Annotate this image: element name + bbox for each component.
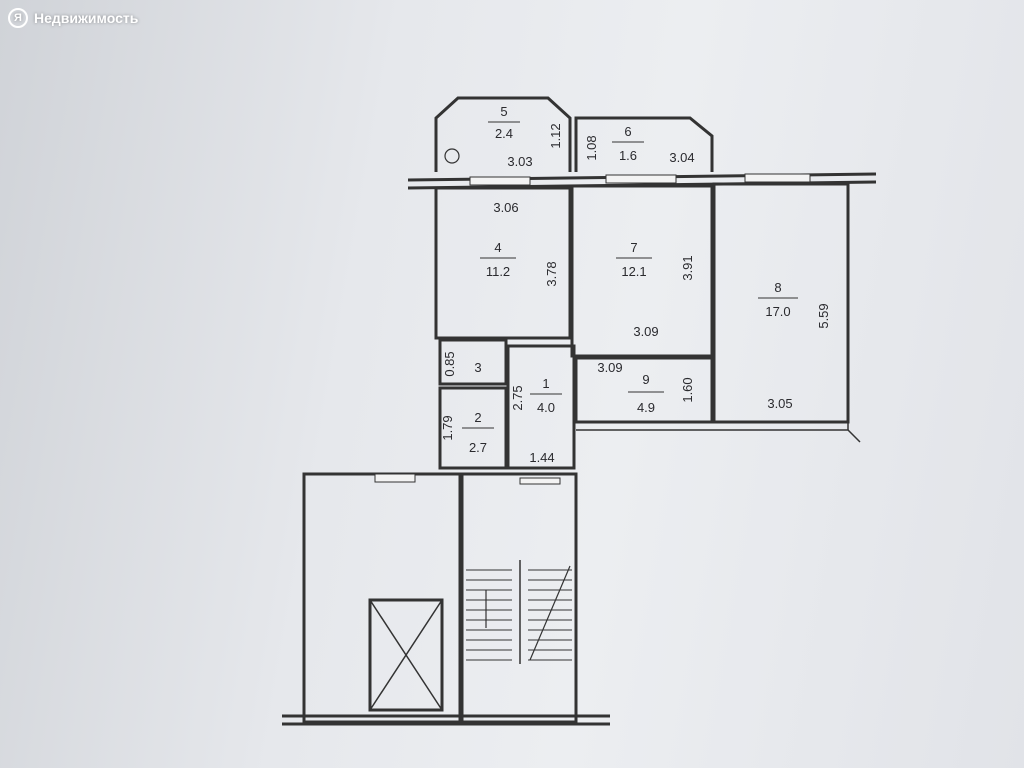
dimension-label: 3.03: [507, 154, 532, 169]
room-number: 6: [624, 124, 631, 139]
dimension-label: 3.05: [767, 396, 792, 411]
dimension-label: 1.44: [529, 450, 554, 465]
room-area: 11.2: [486, 264, 510, 279]
dimension-label: 0.85: [442, 351, 457, 376]
room-2-label: 2 2.7: [462, 410, 494, 455]
room-area: 12.1: [621, 264, 646, 279]
room-number: 8: [774, 280, 781, 295]
stair-core: [282, 472, 610, 726]
dimension-label: 1.12: [548, 123, 563, 148]
dimension-label: 1.60: [680, 377, 695, 402]
room-number: 2: [474, 410, 481, 425]
room-area: 2.7: [469, 440, 487, 455]
room-area: 2.4: [495, 126, 513, 141]
logo-icon: Я: [8, 8, 28, 28]
room-7-label: 7 12.1: [616, 240, 652, 279]
balcony-6-outline: [574, 116, 714, 172]
room-area: 1.6: [619, 148, 637, 163]
room-1-label: 1 4.0: [530, 376, 562, 415]
dimension-label: 3.04: [669, 150, 694, 165]
room-number: 9: [642, 372, 649, 387]
room-number: 7: [630, 240, 637, 255]
dimension-label: 1.79: [440, 415, 455, 440]
brand-text: Недвижимость: [34, 10, 139, 26]
room-4-label: 4 11.2: [480, 240, 516, 279]
room-3-label: 3: [474, 360, 481, 375]
room-number: 3: [474, 360, 481, 375]
dimension-label: 3.91: [680, 255, 695, 280]
room-number: 4: [494, 240, 501, 255]
dimension-label: 1.08: [584, 135, 599, 160]
stair-treads: [466, 569, 572, 661]
room-area: 17.0: [765, 304, 790, 319]
room-area: 4.0: [537, 400, 555, 415]
room-number: 1: [542, 376, 549, 391]
dimension-label: 3.78: [544, 261, 559, 286]
room-9-label: 9 4.9: [628, 372, 664, 415]
room-8-label: 8 17.0: [758, 280, 798, 319]
rooms-walls: [434, 182, 861, 470]
yandex-realty-watermark: Я Недвижимость: [8, 8, 138, 28]
room-area: 4.9: [637, 400, 655, 415]
dimension-label: 5.59: [816, 303, 831, 328]
balcony-5-outline: [434, 96, 572, 172]
dimension-label: 3.06: [493, 200, 518, 215]
room-5-label: 5 2.4: [488, 104, 520, 141]
dimension-label: 2.75: [510, 385, 525, 410]
room-6-label: 6 1.6: [612, 124, 644, 163]
dimension-label: 3.09: [633, 324, 658, 339]
dimension-label: 3.09: [597, 360, 622, 375]
room-number: 5: [500, 104, 507, 119]
